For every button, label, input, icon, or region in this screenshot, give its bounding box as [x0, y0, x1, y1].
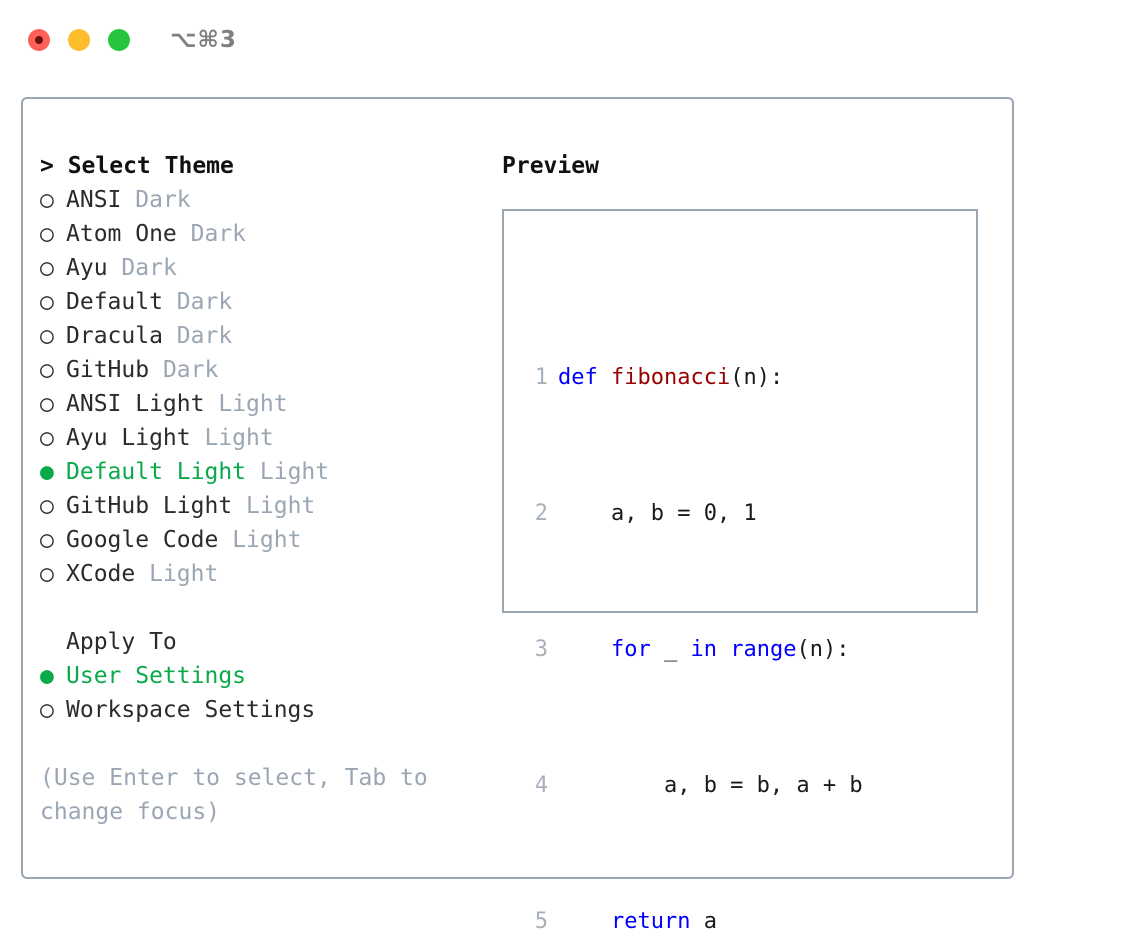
line-number: 3	[534, 637, 548, 662]
code-token-keyword: def	[558, 365, 611, 390]
theme-variant-badge: Light	[149, 561, 219, 587]
code-line: 2 a, b = 0, 1	[522, 497, 885, 531]
radio-icon: ○	[40, 527, 54, 553]
radio-icon-selected: ●	[40, 663, 54, 689]
theme-option-default-dark[interactable]: ○Default Dark	[40, 285, 490, 319]
radio-icon: ○	[40, 697, 54, 723]
theme-option-github-light[interactable]: ○GitHub Light Light	[40, 489, 490, 523]
theme-variant-badge: Light	[218, 391, 288, 417]
radio-icon: ○	[40, 425, 54, 451]
code-token-plain: (n):	[796, 637, 850, 662]
close-window-icon[interactable]	[28, 29, 50, 51]
code-line: 3 for _ in range(n):	[522, 633, 885, 667]
theme-option-dracula-dark[interactable]: ○Dracula Dark	[40, 319, 490, 353]
theme-option-xcode[interactable]: ○XCode Light	[40, 557, 490, 591]
radio-icon: ○	[40, 187, 54, 213]
theme-option-default-light[interactable]: ●Default Light Light	[40, 455, 490, 489]
code-token-plain	[558, 637, 611, 662]
code-token-keyword: return	[610, 909, 691, 934]
radio-icon-selected: ●	[40, 459, 54, 485]
theme-option-ayu-dark[interactable]: ○Ayu Dark	[40, 251, 490, 285]
apply-to-header: Apply To	[66, 629, 177, 655]
line-number: 4	[534, 773, 548, 798]
theme-variant-badge: Light	[259, 459, 330, 485]
maximize-window-icon[interactable]	[108, 29, 130, 51]
theme-option-ayu-light[interactable]: ○Ayu Light Light	[40, 421, 490, 455]
theme-option-google-code[interactable]: ○Google Code Light	[40, 523, 490, 557]
preview-header: Preview	[502, 153, 599, 179]
theme-variant-badge: Dark	[176, 289, 233, 315]
title-bar: ⌥⌘3	[0, 0, 1140, 80]
apply-to-option-user-settings[interactable]: ●User Settings	[40, 659, 490, 693]
line-number: 2	[534, 501, 548, 526]
code-token-plain: _	[650, 637, 691, 662]
code-token-plain: a	[690, 909, 717, 934]
list-divider-space	[40, 591, 490, 625]
code-token-plain: a, b = 0, 1	[558, 501, 757, 526]
theme-option-ansi-light[interactable]: ○ANSI Light Light	[40, 387, 490, 421]
radio-icon: ○	[40, 561, 54, 587]
code-line: 5 return a	[522, 905, 885, 934]
code-token-keyword: for	[610, 637, 651, 662]
theme-option-github-dark[interactable]: ○GitHub Dark	[40, 353, 490, 387]
keyboard-shortcut-label: ⌥⌘3	[170, 27, 237, 53]
radio-icon: ○	[40, 221, 54, 247]
theme-list-column: > Select Theme ○ANSI Dark ○Atom One Dark…	[40, 149, 490, 829]
theme-option-list: ○ANSI Dark ○Atom One Dark ○Ayu Dark ○Def…	[40, 183, 490, 591]
window-controls	[28, 29, 130, 51]
theme-picker-panel: > Select Theme ○ANSI Dark ○Atom One Dark…	[21, 97, 1014, 934]
radio-icon: ○	[40, 323, 54, 349]
code-line: 4 a, b = b, a + b	[522, 769, 885, 803]
code-token-plain: (n):	[730, 365, 784, 390]
radio-icon: ○	[40, 255, 54, 281]
theme-variant-badge: Dark	[135, 187, 191, 213]
radio-icon: ○	[40, 391, 54, 417]
theme-variant-badge: Light	[246, 493, 316, 519]
theme-option-ansi-dark[interactable]: ○ANSI Dark	[40, 183, 490, 217]
code-token-function: fibonacci	[610, 365, 731, 390]
radio-icon: ○	[40, 289, 54, 315]
keyboard-hint-text: (Use Enter to select, Tab to change focu…	[40, 765, 442, 825]
radio-icon: ○	[40, 357, 54, 383]
code-token-builtin: range	[730, 637, 797, 662]
apply-to-option-workspace-settings[interactable]: ○Workspace Settings	[40, 693, 490, 727]
theme-variant-badge: Dark	[190, 221, 247, 247]
apply-to-option-list: ●User Settings ○Workspace Settings	[40, 659, 490, 727]
theme-variant-badge: Light	[204, 425, 274, 451]
select-theme-header: > Select Theme	[40, 153, 234, 179]
radio-icon: ○	[40, 493, 54, 519]
code-token-plain: a, b = b, a + b	[558, 773, 863, 798]
minimize-window-icon[interactable]	[68, 29, 90, 51]
theme-variant-badge: Dark	[162, 357, 219, 383]
line-number: 1	[534, 365, 548, 390]
theme-variant-badge: Dark	[121, 255, 177, 281]
code-token-plain	[558, 909, 611, 934]
theme-variant-badge: Light	[232, 527, 302, 553]
code-token-keyword: in	[690, 637, 717, 662]
code-line: 1 def fibonacci(n):	[522, 361, 885, 395]
code-token-plain	[717, 637, 730, 662]
theme-variant-badge: Dark	[176, 323, 233, 349]
line-number: 5	[534, 909, 548, 934]
theme-option-atom-one-dark[interactable]: ○Atom One Dark	[40, 217, 490, 251]
